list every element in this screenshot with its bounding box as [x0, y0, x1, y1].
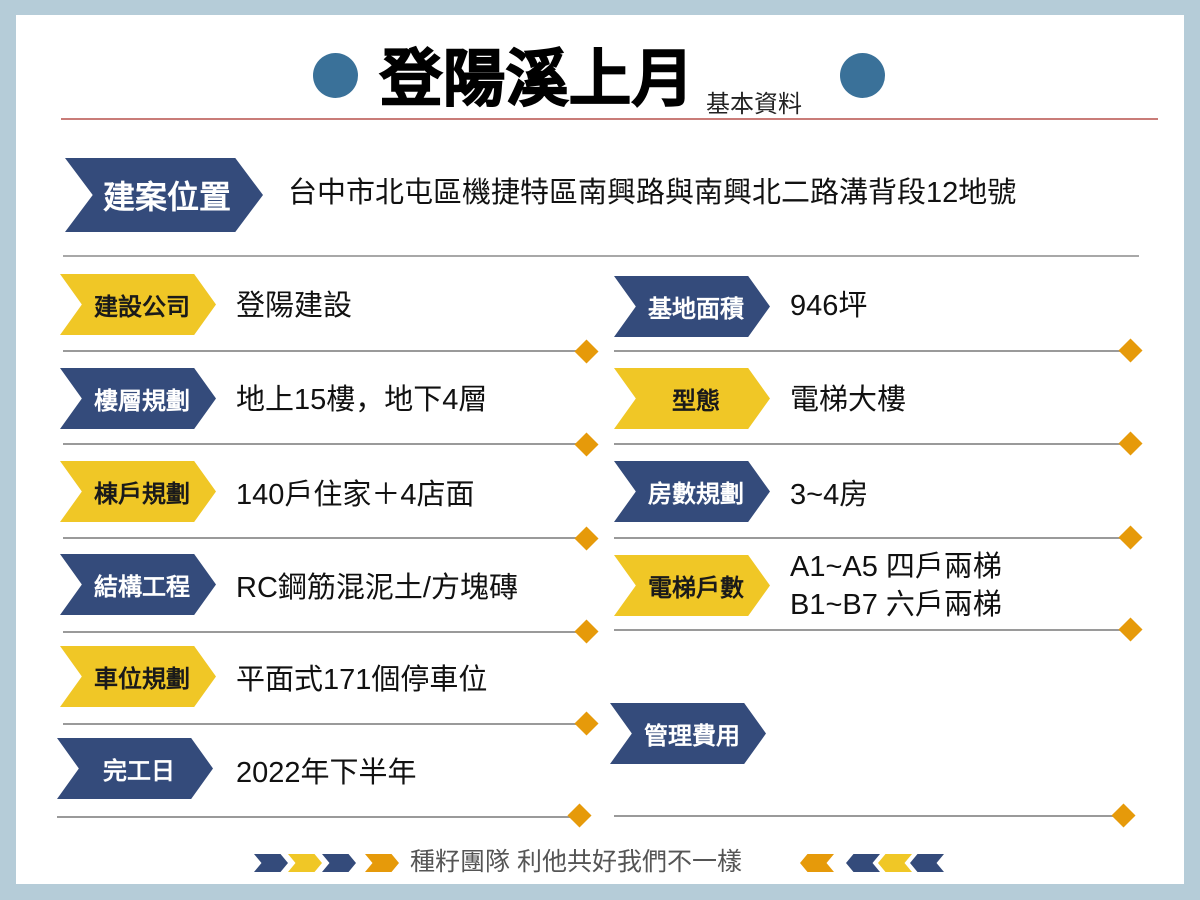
room-plan-value: 3~4房	[790, 479, 869, 511]
tag-building-type: 型態	[614, 368, 770, 429]
title-dot-right-icon	[840, 53, 885, 98]
diamond-icon	[567, 803, 592, 828]
units-value: 140戶住家＋4店面	[236, 479, 475, 511]
location-tag: 建案位置	[65, 158, 263, 232]
diamond-icon	[574, 619, 599, 644]
tag-label: 棟戶規劃	[94, 481, 190, 508]
divider	[63, 631, 583, 633]
tag-label: 完工日	[103, 758, 175, 785]
location-value: 台中市北屯區機捷特區南興路與南興北二路溝背段12地號	[288, 177, 1017, 209]
elevator-units-line2: B1~B7 六戶兩梯	[790, 589, 1002, 621]
footer-slogan: 種籽團隊 利他共好我們不一樣	[410, 848, 742, 876]
structure-value: RC鋼筋混泥土/方塊磚	[236, 572, 518, 604]
tag-label: 電梯戶數	[648, 575, 744, 602]
tag-site-area: 基地面積	[614, 276, 770, 337]
site-area-value: 946坪	[790, 290, 868, 322]
floor-plan-value: 地上15樓，地下4層	[236, 384, 488, 416]
footer-chevron-right-icon	[288, 854, 322, 872]
tag-units: 棟戶規劃	[60, 461, 216, 522]
divider	[614, 350, 1126, 352]
title-dot-left-icon	[313, 53, 358, 98]
page-subtitle: 基本資料	[706, 91, 802, 118]
diamond-icon	[1118, 338, 1143, 363]
diamond-icon	[1111, 803, 1136, 828]
tag-elevator-units: 電梯戶數	[614, 555, 770, 616]
tag-structure: 結構工程	[60, 554, 216, 615]
location-divider	[63, 255, 1139, 257]
tag-label: 結構工程	[94, 574, 190, 601]
diamond-icon	[574, 711, 599, 736]
title-divider	[61, 118, 1158, 120]
tag-label: 管理費用	[644, 723, 740, 750]
building-type-value: 電梯大樓	[790, 384, 907, 416]
divider	[614, 629, 1126, 631]
divider	[63, 537, 583, 539]
diamond-icon	[1118, 525, 1143, 550]
diamond-icon	[574, 339, 599, 364]
diamond-icon	[574, 526, 599, 551]
developer-value: 登陽建設	[236, 290, 353, 322]
tag-completion: 完工日	[57, 738, 213, 799]
divider	[63, 443, 583, 445]
diamond-icon	[574, 432, 599, 457]
info-card: 登陽溪上月 基本資料 建案位置 台中市北屯區機捷特區南興路與南興北二路溝背段12…	[16, 15, 1184, 884]
footer-chevron-right-icon	[365, 854, 399, 872]
location-label: 建案位置	[102, 179, 231, 215]
divider	[614, 537, 1126, 539]
divider	[614, 815, 1119, 817]
tag-room-plan: 房數規劃	[614, 461, 770, 522]
footer-chevron-right-icon	[254, 854, 288, 872]
divider	[63, 350, 583, 352]
divider	[614, 443, 1126, 445]
diamond-icon	[1118, 617, 1143, 642]
footer-chevron-left-icon	[878, 854, 912, 872]
tag-label: 建設公司	[94, 294, 190, 321]
tag-label: 型態	[672, 388, 720, 415]
diamond-icon	[1118, 431, 1143, 456]
tag-developer: 建設公司	[60, 274, 216, 335]
tag-label: 房數規劃	[648, 481, 744, 508]
tag-label: 基地面積	[648, 296, 744, 323]
footer-chevron-left-icon	[800, 854, 834, 872]
tag-management-fee: 管理費用	[610, 703, 766, 764]
footer-chevron-right-icon	[322, 854, 356, 872]
footer-chevron-left-icon	[846, 854, 880, 872]
page-title: 登陽溪上月	[379, 44, 696, 115]
tag-label: 樓層規劃	[94, 388, 190, 415]
divider	[63, 723, 583, 725]
parking-value: 平面式171個停車位	[236, 664, 488, 696]
footer-chevron-left-icon	[910, 854, 944, 872]
elevator-units-line1: A1~A5 四戶兩梯	[790, 551, 1002, 583]
tag-floor-plan: 樓層規劃	[60, 368, 216, 429]
tag-label: 車位規劃	[94, 666, 190, 693]
completion-value: 2022年下半年	[236, 757, 417, 789]
tag-parking: 車位規劃	[60, 646, 216, 707]
divider	[57, 816, 577, 818]
